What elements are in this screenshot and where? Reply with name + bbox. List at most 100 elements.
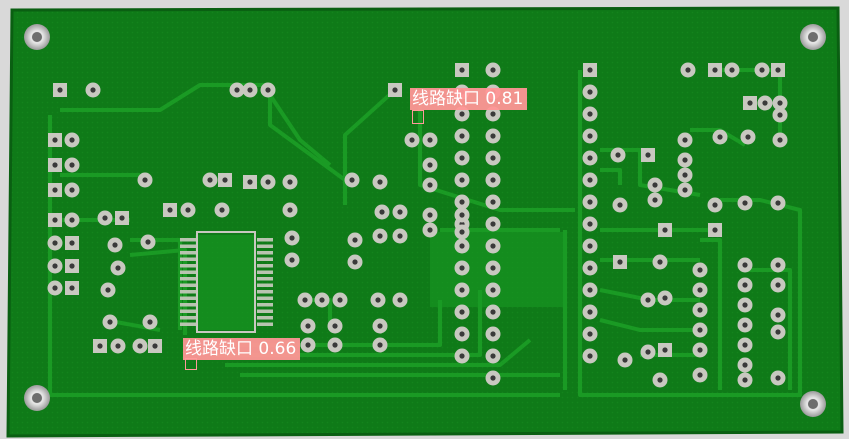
pad (48, 183, 62, 197)
smd-pin (257, 238, 273, 242)
pad (300, 337, 316, 353)
pad (454, 106, 470, 122)
pad (454, 348, 470, 364)
pad (485, 106, 501, 122)
pad (640, 292, 656, 308)
pad (692, 322, 708, 338)
detection-box-2 (185, 358, 197, 370)
pad (64, 157, 80, 173)
pad (582, 194, 598, 210)
smd-pin (180, 270, 196, 274)
pad (652, 254, 668, 270)
smd-pin (180, 264, 196, 268)
pad (772, 95, 788, 111)
pad (582, 128, 598, 144)
pad (260, 82, 276, 98)
pad (737, 372, 753, 388)
pad (48, 133, 62, 147)
pad (65, 236, 79, 250)
pad (692, 342, 708, 358)
pad (422, 177, 438, 193)
pad (332, 292, 348, 308)
pad (737, 195, 753, 211)
pad (347, 254, 363, 270)
pad (242, 82, 258, 98)
pad (454, 238, 470, 254)
pad (708, 63, 722, 77)
pad (677, 182, 693, 198)
pad (132, 338, 148, 354)
pad (148, 339, 162, 353)
pad (142, 314, 158, 330)
pad (454, 128, 470, 144)
pad (617, 352, 633, 368)
pad (582, 216, 598, 232)
pad (613, 255, 627, 269)
pad (657, 290, 673, 306)
pad (658, 343, 672, 357)
pad (677, 152, 693, 168)
pad (485, 326, 501, 342)
pad (737, 277, 753, 293)
pad (300, 318, 316, 334)
pad (392, 204, 408, 220)
pad (97, 210, 113, 226)
detection-box-1 (412, 110, 424, 124)
pad (680, 62, 696, 78)
smd-pin (180, 283, 196, 287)
smd-pin (180, 316, 196, 320)
pad (314, 292, 330, 308)
pad (582, 238, 598, 254)
smd-pin (257, 270, 273, 274)
pad (692, 282, 708, 298)
pad (692, 302, 708, 318)
pad (243, 175, 257, 189)
pad (214, 202, 230, 218)
pad (485, 370, 501, 386)
pad (771, 63, 785, 77)
pad (677, 132, 693, 148)
pad (64, 132, 80, 148)
pad (327, 318, 343, 334)
pad (770, 257, 786, 273)
pad (652, 372, 668, 388)
pad (404, 132, 420, 148)
pad (454, 304, 470, 320)
pad (485, 150, 501, 166)
smd-pin (180, 309, 196, 313)
pad (422, 222, 438, 238)
smd-pin (180, 303, 196, 307)
pad (582, 150, 598, 166)
smd-pin (257, 277, 273, 281)
smd-pin (180, 238, 196, 242)
pad (372, 228, 388, 244)
pad (582, 106, 598, 122)
pad (65, 259, 79, 273)
pad (372, 337, 388, 353)
pad (454, 326, 470, 342)
pad (115, 211, 129, 225)
pad (454, 194, 470, 210)
smd-pin (180, 251, 196, 255)
smd-pin (180, 296, 196, 300)
smd-pin (257, 244, 273, 248)
pad (137, 172, 153, 188)
smd-pin (257, 303, 273, 307)
pad (737, 257, 753, 273)
smd-pin (180, 322, 196, 326)
pad (658, 223, 672, 237)
pad (85, 82, 101, 98)
pad (740, 129, 756, 145)
pad (297, 292, 313, 308)
pad (485, 260, 501, 276)
pad (454, 224, 470, 240)
pad (218, 173, 232, 187)
smd-pin (257, 316, 273, 320)
pad (641, 148, 655, 162)
pad (612, 197, 628, 213)
pad (454, 207, 470, 223)
smd-pin (257, 290, 273, 294)
pad (47, 280, 63, 296)
pad (282, 174, 298, 190)
